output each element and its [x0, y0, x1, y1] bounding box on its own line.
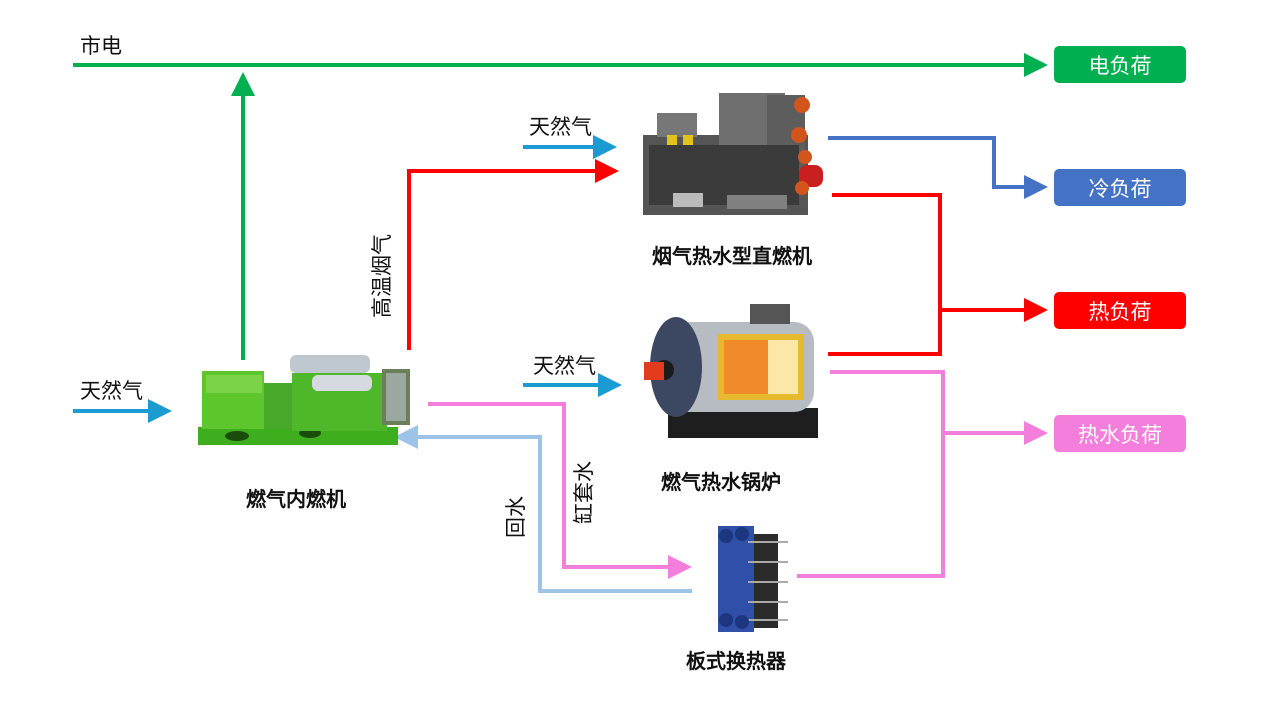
return-water-line	[394, 425, 692, 593]
jacket-water-label: 缸套水	[572, 461, 596, 524]
cooling-load-box: 冷负荷	[1054, 169, 1186, 206]
hot-water-line-boiler	[797, 370, 945, 578]
flue-gas-label: 高温烟气	[370, 234, 394, 318]
hot-water-boiler-image	[638, 298, 820, 444]
plate-heat-exchanger-image	[712, 520, 792, 638]
plate-hx-caption: 板式换热器	[686, 649, 786, 673]
gas-label-boiler: 天然气	[533, 354, 596, 378]
return-water-label: 回水	[504, 496, 528, 538]
hot-water-load-box: 热水负荷	[1054, 415, 1186, 452]
gas-engine-image	[192, 345, 417, 453]
gas-label-chiller: 天然气	[529, 115, 592, 139]
grid-label: 市电	[80, 34, 122, 58]
gas-label-engine: 天然气	[80, 379, 143, 403]
flue-gas-line	[407, 159, 619, 350]
heating-load-box: 热负荷	[1054, 292, 1186, 329]
absorption-chiller-image	[637, 85, 827, 225]
cooling-line	[828, 136, 1048, 199]
gas-engine-caption: 燃气内燃机	[246, 487, 346, 511]
electric-load-box: 电负荷	[1054, 46, 1186, 83]
boiler-caption: 燃气热水锅炉	[661, 470, 781, 494]
jacket-water-line	[428, 402, 692, 579]
heating-line-chiller	[828, 193, 942, 356]
chiller-caption: 烟气热水型直燃机	[652, 244, 812, 268]
